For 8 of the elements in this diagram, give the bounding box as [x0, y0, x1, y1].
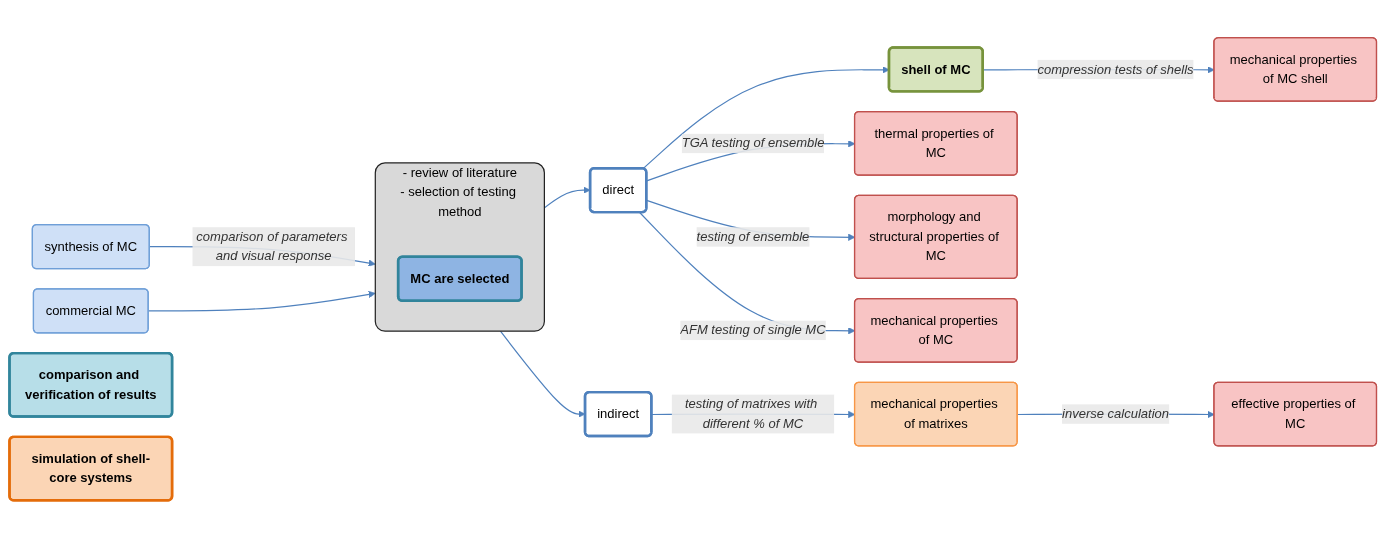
edge-label: TGA testing of ensemble: [681, 135, 825, 150]
edge-label: testing of matrixes with different % of MC: [685, 396, 818, 430]
arrow: [499, 330, 586, 418]
edge-label: AFM testing of single MC: [680, 322, 826, 337]
edge-label: comparison of parameters and visual response: [196, 229, 348, 263]
edge-label: testing of ensemble: [696, 229, 810, 243]
edge-label: inverse calculation: [1062, 406, 1170, 421]
edge-label: compression tests of shells: [1037, 61, 1194, 76]
